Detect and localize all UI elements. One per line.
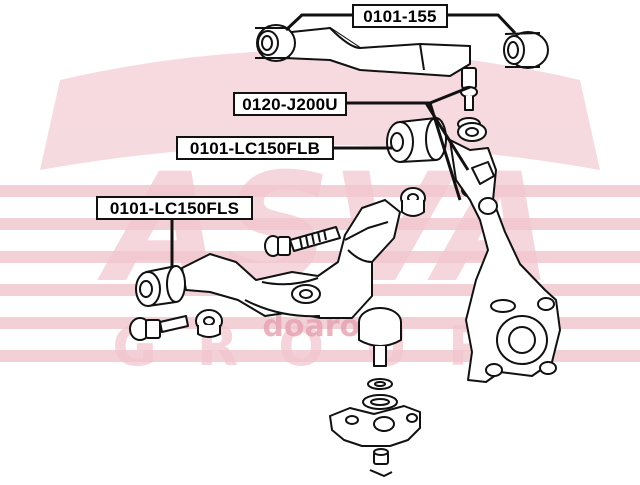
small-nut [400,187,426,217]
upper-control-arm [281,27,471,77]
upper-arm-front-bushing [255,24,296,62]
upper-ball-joint [457,67,481,131]
leader-upper-arm-right [447,13,517,35]
cam-bolt [129,315,189,341]
ball-joint-boot [362,394,398,410]
part-label-lower-bushing: 0101-LC150FLS [96,196,253,220]
lower-ball-joint [358,307,402,390]
part-label-upper-bushing: 0101-LC150FLB [176,136,334,160]
knuckle-bracket [329,405,421,447]
upper-arm-rear-bushing [503,31,549,69]
leader-upper-arm-left [284,13,352,32]
steering-knuckle [449,139,561,383]
lower-control-arm [181,199,401,319]
separate-lower-bushing [135,265,186,307]
cotter-pin [369,469,393,477]
castle-nut [373,448,389,465]
leader-ball-joint-c [346,101,470,171]
part-label-upper-arm: 0101-155 [352,4,448,28]
watermark-stripe [0,251,640,263]
lower-arm-long-bolt [264,226,341,257]
cam-washer [195,309,223,338]
part-label-ball-joint: 0120-J200U [233,92,347,116]
